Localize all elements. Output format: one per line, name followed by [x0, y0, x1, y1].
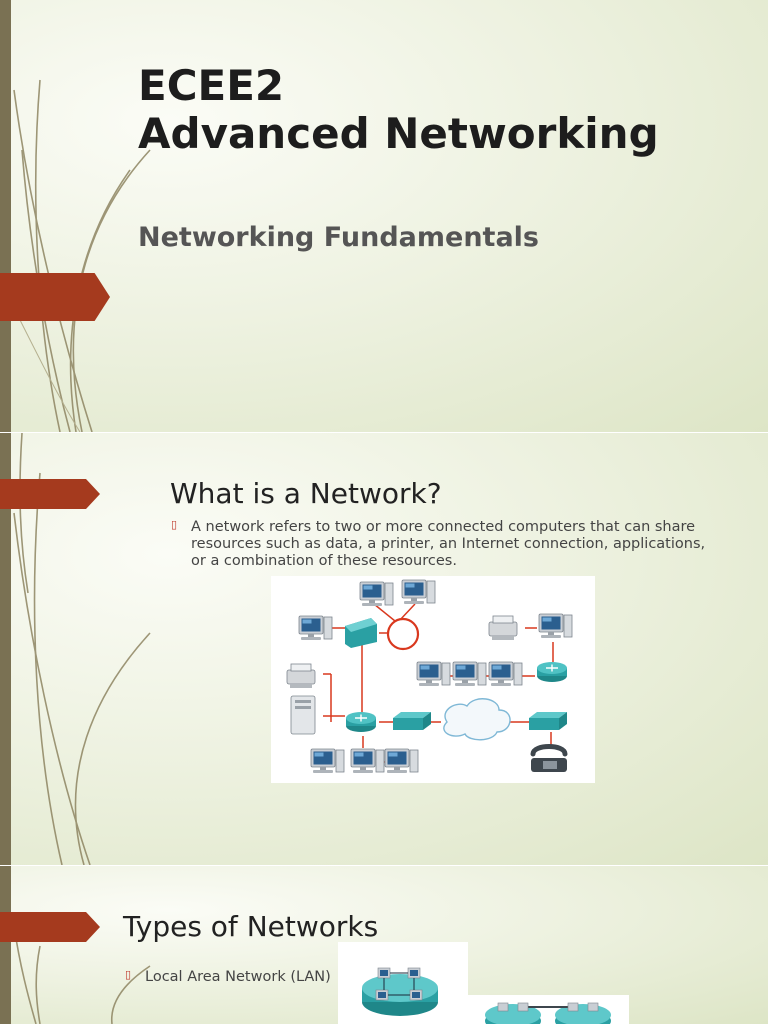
title-line-course-name: Advanced Networking [138, 109, 659, 159]
left-accent-bar [0, 866, 11, 1024]
slide-heading: What is a Network? [170, 477, 442, 510]
slide-separator [0, 865, 768, 866]
types-of-networks-slide: Types of Networks ▯ Local Area Network (… [0, 866, 768, 1024]
decorative-swirl [13, 925, 151, 1024]
title-slide: ECEE2 Advanced Networking Networking Fun… [0, 0, 768, 432]
accent-arrow-shape [0, 912, 100, 942]
slide-subtitle: Networking Fundamentals [138, 222, 539, 253]
connected-lans-diagram [468, 995, 629, 1024]
network-diagram [271, 576, 595, 783]
accent-arrow-shape [0, 273, 110, 321]
bullet-item: ▯ A network refers to two or more connec… [171, 518, 711, 570]
network-diagram-image [286, 579, 573, 774]
slide-separator [0, 432, 768, 433]
bullet-text: Local Area Network (LAN) [145, 969, 331, 985]
left-accent-bar [0, 0, 11, 432]
decorative-swirl [9, 79, 151, 432]
lan-diagram [338, 942, 468, 1024]
accent-arrow-shape [0, 479, 100, 509]
left-accent-bar [0, 433, 11, 865]
connected-lans-diagram-image [485, 1002, 611, 1024]
title-line-course-code: ECEE2 [138, 61, 285, 110]
network-definition-slide: What is a Network? ▯ A network refers to… [0, 433, 768, 865]
bullet-marker-icon: ▯ [171, 518, 178, 531]
bullet-text: A network refers to two or more connecte… [191, 519, 706, 569]
decorative-swirl [13, 433, 151, 865]
slide-heading: Types of Networks [123, 910, 379, 943]
lan-diagram-image [362, 967, 438, 1016]
bullet-marker-icon: ▯ [125, 968, 132, 981]
bullet-item: ▯ Local Area Network (LAN) [125, 968, 345, 986]
slide-title: ECEE2 Advanced Networking [138, 61, 659, 159]
